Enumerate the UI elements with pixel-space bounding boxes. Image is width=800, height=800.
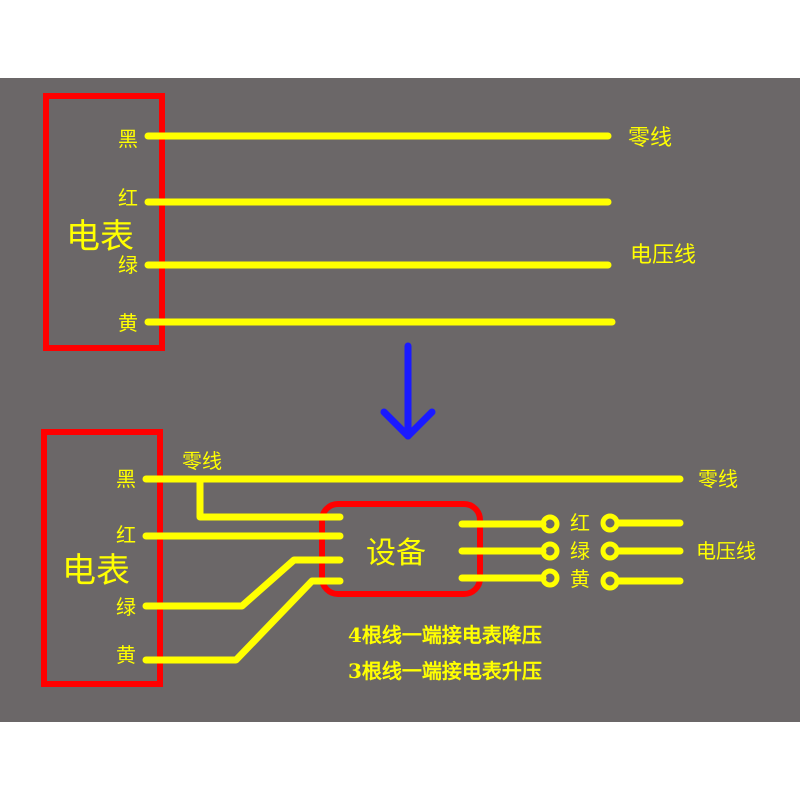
terminal-black-top: 黑: [118, 127, 138, 151]
terminal-yellow-bottom: 黄: [116, 643, 136, 667]
neutral-label-right: 零线: [698, 467, 738, 491]
device-terminal-red: [540, 514, 560, 534]
voltage-terminal-red: [600, 513, 620, 533]
device-terminal-yellow: [540, 568, 560, 588]
neutral-label-left: 零线: [182, 449, 222, 473]
output-label-yellow: 黄: [570, 567, 590, 591]
device-label: 设备: [366, 536, 426, 571]
output-label-red: 红: [570, 511, 590, 535]
note-line-2: 3根线一端接电表升压: [348, 659, 542, 683]
terminal-green-bottom: 绿: [116, 595, 136, 619]
down-arrow-icon: [380, 342, 436, 440]
after-diagram: 电表 黑 红 绿 黄 设备: [41, 429, 756, 687]
meter-label-bottom: 电表: [62, 551, 130, 591]
wire-neutral-to-device: [196, 475, 344, 521]
wire-green-bottom: [142, 556, 344, 610]
terminal-green-top: 绿: [118, 253, 138, 277]
meter-label-top: 电表: [66, 217, 134, 257]
device-terminal-green: [540, 541, 560, 561]
terminal-yellow-top: 黄: [118, 311, 138, 335]
diagram-background: [0, 78, 800, 722]
voltage-terminal-green: [600, 541, 620, 561]
meter-box-top: [43, 93, 165, 351]
note-line-1: 4根线一端接电表降压: [348, 623, 542, 647]
voltage-terminal-yellow: [600, 571, 620, 591]
terminal-black-bottom: 黑: [116, 467, 136, 491]
neutral-label-top: 零线: [628, 126, 672, 151]
voltage-label-bottom: 电压线: [696, 539, 756, 563]
wire-yellow-bottom: [142, 577, 344, 664]
terminal-red-bottom: 红: [116, 523, 136, 547]
output-label-green: 绿: [570, 539, 590, 563]
voltage-label-top: 电压线: [630, 243, 696, 268]
terminal-red-top: 红: [118, 186, 138, 210]
meter-box-bottom: [41, 429, 163, 687]
before-diagram: 电表 黑 红 绿 黄 零线 电压线: [43, 93, 696, 351]
